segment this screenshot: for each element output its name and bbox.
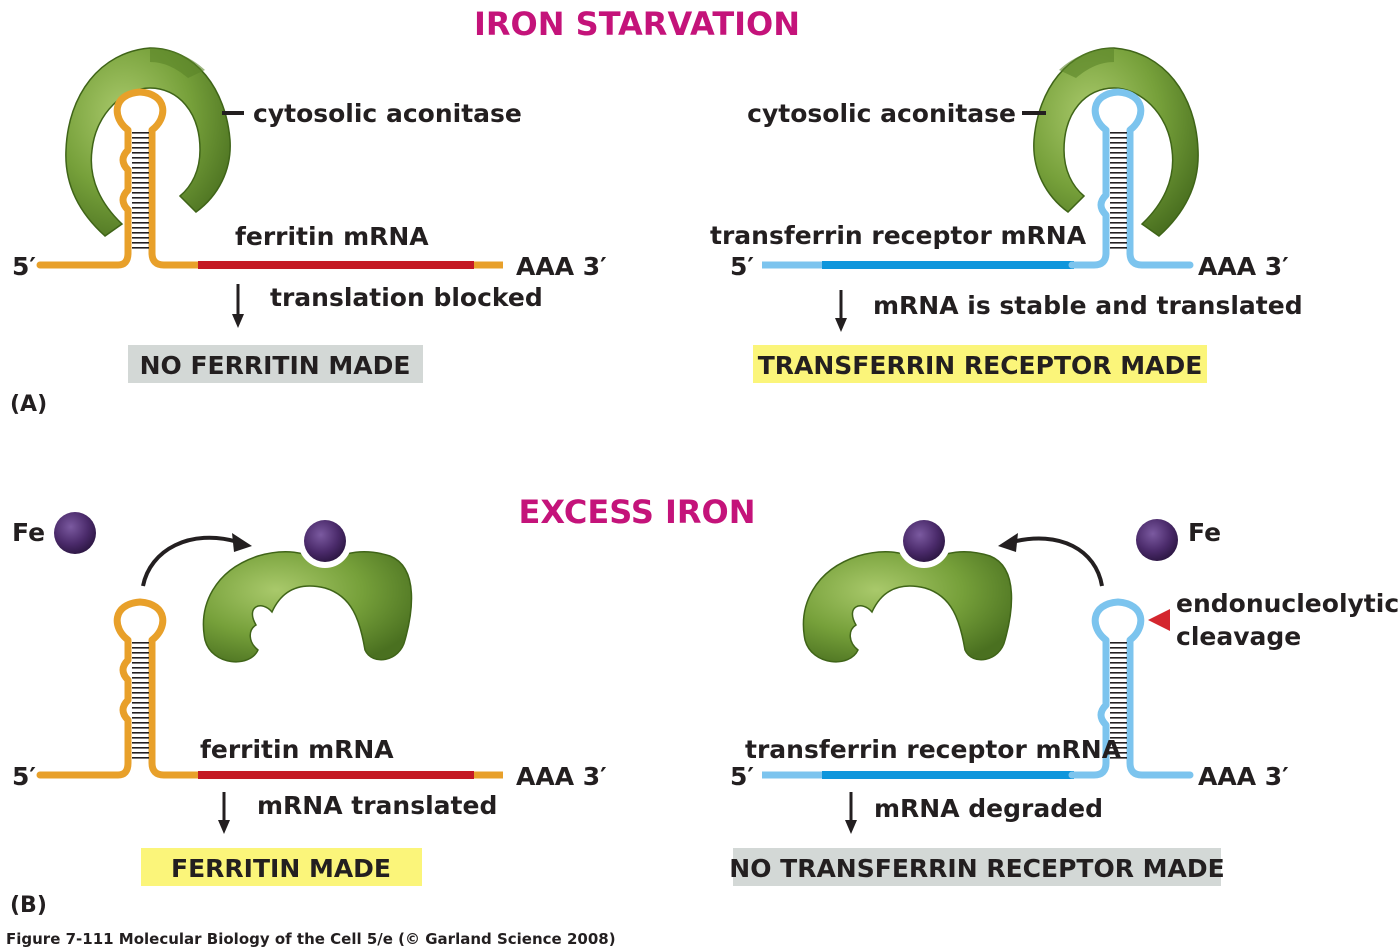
outcome-text: TRANSFERRIN RECEPTOR MADE (758, 351, 1203, 380)
outcome-box (733, 848, 1221, 886)
ferritin-5prime-utr (36, 88, 204, 269)
mrna-label: ferritin mRNA (235, 222, 429, 251)
iron-binding-arrow (141, 535, 239, 587)
fe-label: Fe (12, 518, 45, 547)
arrow-text: mRNA is stable and translated (873, 291, 1303, 320)
aconitase-protein (1033, 47, 1199, 237)
panel-a-transferrin: cytosolic aconitase transferrin receptor… (710, 47, 1303, 383)
transferrin-stem-base-pairs (1110, 130, 1127, 252)
ferritin-5prime-utr (36, 598, 204, 779)
iron-atom-bound (304, 520, 346, 562)
five-prime-label: 5′ (730, 762, 754, 791)
cleavage-label-line-1: endonucleolytic (1176, 589, 1399, 618)
fe-label: Fe (1188, 518, 1221, 547)
outcome-box (753, 345, 1207, 383)
panel-a-label: (A) (10, 392, 47, 417)
down-arrow (218, 820, 230, 834)
ferritin-stem-base-pairs (132, 640, 149, 762)
panel-b-label: (B) (10, 893, 47, 918)
aconitase-protein (802, 551, 1013, 663)
mrna-label: ferritin mRNA (200, 735, 394, 764)
heading-iron-starvation: IRON STARVATION (474, 5, 800, 43)
heading-excess-iron: EXCESS IRON (518, 493, 755, 531)
panel-b-ferritin: Fe ferritin mRNA 5′ AAA 3′ mRNA translat… (12, 512, 607, 886)
arrow-text: translation blocked (270, 283, 543, 312)
iron-atom (54, 512, 96, 554)
arrow-text: mRNA degraded (874, 794, 1103, 823)
outcome-text: NO FERRITIN MADE (140, 351, 411, 380)
transferrin-stem-base-pairs (1110, 640, 1127, 762)
five-prime-label: 5′ (12, 252, 36, 281)
down-arrow (232, 314, 244, 328)
outcome-text: NO TRANSFERRIN RECEPTOR MADE (729, 854, 1224, 883)
figure-caption: Figure 7-111 Molecular Biology of the Ce… (6, 930, 616, 948)
aconitase-protein (202, 551, 413, 663)
five-prime-label: 5′ (12, 762, 36, 791)
down-arrow (835, 318, 847, 332)
aconitase-label: cytosolic aconitase (253, 99, 522, 128)
aconitase-protein (65, 47, 231, 237)
iron-binding-arrow (1011, 536, 1104, 587)
outcome-box (141, 848, 422, 886)
arrow-text: mRNA translated (257, 791, 497, 820)
transferrin-3prime-utr (1068, 598, 1194, 779)
three-prime-label: AAA 3′ (516, 252, 607, 281)
outcome-box (128, 345, 423, 383)
iron-atom (1136, 519, 1178, 561)
mrna-label: transferrin receptor mRNA (710, 221, 1087, 250)
panel-a-ferritin: cytosolic aconitase ferritin mRNA 5′ AAA… (12, 47, 607, 383)
five-prime-label: 5′ (730, 252, 754, 281)
iron-atom-bound (903, 520, 945, 562)
panel-b-transferrin: Fe endonucleolytic cleavage transferrin … (729, 514, 1399, 886)
aconitase-label: cytosolic aconitase (747, 99, 1016, 128)
three-prime-label: AAA 3′ (1198, 252, 1289, 281)
down-arrow (845, 820, 857, 834)
outcome-text: FERRITIN MADE (171, 854, 391, 883)
cleavage-site-marker (1148, 609, 1170, 631)
mrna-label: transferrin receptor mRNA (745, 735, 1122, 764)
transferrin-3prime-utr (1068, 88, 1194, 269)
ferritin-stem-base-pairs (132, 130, 149, 252)
three-prime-label: AAA 3′ (516, 762, 607, 791)
three-prime-label: AAA 3′ (1198, 762, 1289, 791)
cleavage-label-line-2: cleavage (1176, 622, 1301, 651)
